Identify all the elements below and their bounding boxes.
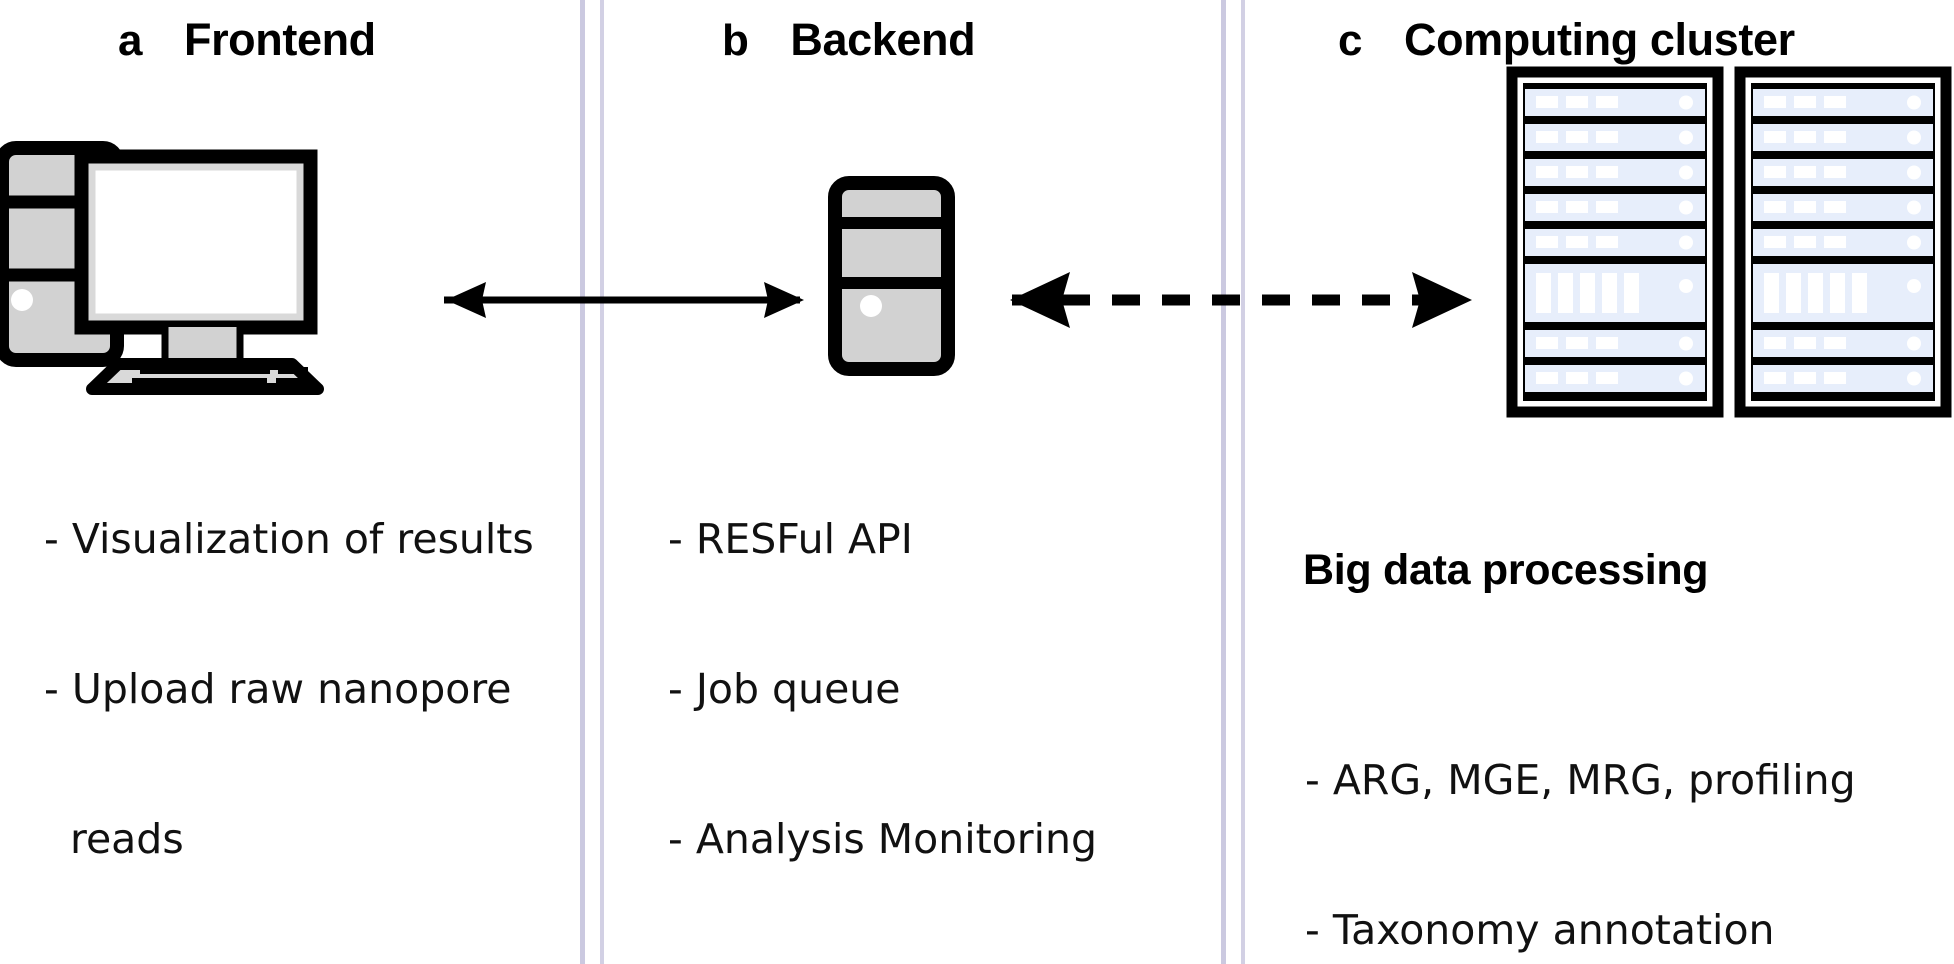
computer-monitor [74,149,318,335]
desktop-computer-icon [0,140,420,395]
server-cabinet-left [1512,72,1718,412]
server-cabinet-right [1740,72,1946,412]
list-item-continuation: reads [70,815,184,864]
keyboard [86,358,324,395]
panel-heading-backend: b Backend [722,14,976,66]
panel-heading-frontend: a Frontend [118,14,376,66]
list-item: - ARG, MGE, MRG, profiling [1305,756,1856,805]
monitor-stand [161,327,244,364]
backend-feature-list: - RESFul API - Job queue - Analysis Moni… [668,414,1148,964]
panel-letter-a: a [118,16,142,65]
list-item: - Analysis Monitoring [668,815,1098,864]
panel-title-cluster: Computing cluster [1403,14,1795,65]
panel-title-backend: Backend [790,14,976,65]
panel-divider-a-b-left [580,0,585,964]
list-item: - Job queue [668,665,901,714]
server-tower-icon [828,176,968,378]
server-rack-icon [1512,72,1954,422]
cluster-feature-list: - ARG, MGE, MRG, profiling - Taxonomy an… [1305,655,1925,964]
backend-cluster-connector [960,270,1520,330]
panel-divider-a-b-right [600,0,604,964]
panel-heading-cluster: c Computing cluster [1338,14,1795,66]
list-item: - RESFul API [668,515,913,564]
list-item: - Taxonomy annotation [1305,906,1775,955]
panel-divider-b-c-right [1241,0,1245,964]
panel-letter-c: c [1338,16,1362,65]
frontend-feature-list: - Visualization of results - Upload raw … [44,414,564,964]
panel-divider-b-c-left [1221,0,1226,964]
list-item: - Visualization of results [44,515,534,564]
list-item: - Upload raw nanopore [44,665,512,714]
cluster-section-heading: Big data processing [1303,546,1709,594]
frontend-backend-connector [400,270,840,330]
panel-title-frontend: Frontend [183,14,376,65]
panel-letter-b: b [722,16,749,65]
